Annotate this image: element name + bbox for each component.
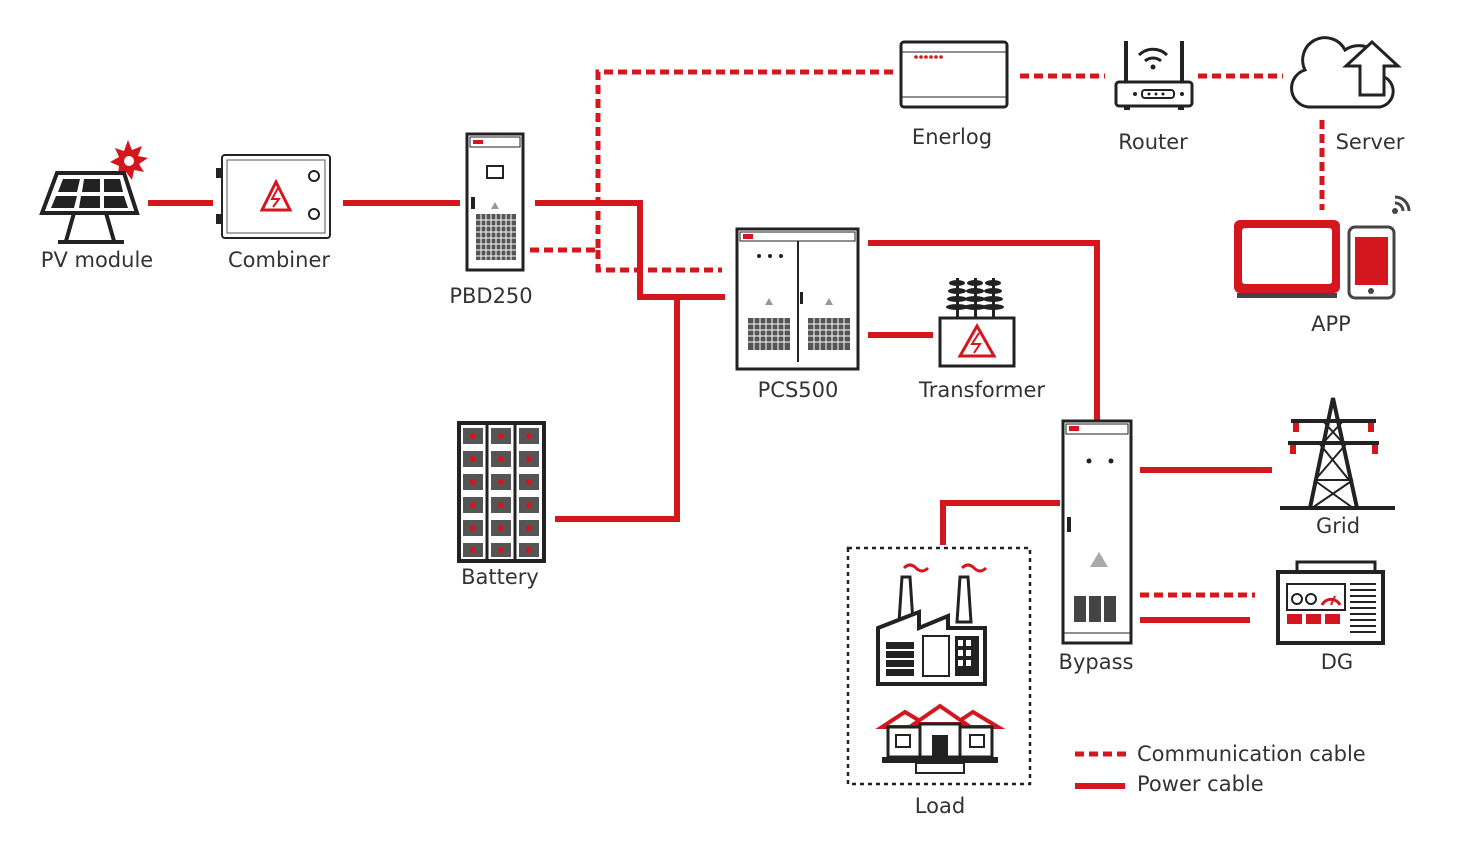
battery-rack-icon xyxy=(457,421,546,563)
enerlog-icon xyxy=(899,40,1009,109)
generator-icon xyxy=(1276,560,1385,645)
app-devices-icon xyxy=(1234,195,1411,300)
communication-cables xyxy=(530,69,1325,598)
bypass-cabinet-icon xyxy=(1061,419,1133,645)
load-label: Load xyxy=(915,794,965,818)
bypass-label: Bypass xyxy=(1059,650,1134,674)
bypass-to-load-cable xyxy=(940,500,1060,545)
battery-label: Battery xyxy=(461,565,539,589)
legend-communication-label: Communication cable xyxy=(1137,742,1366,766)
battery-to-pcs-cable xyxy=(555,297,680,522)
pbd-to-pcs-cable xyxy=(535,200,725,300)
pcs500-cabinet-icon xyxy=(735,227,860,371)
server-label: Server xyxy=(1336,130,1405,154)
transformer-icon xyxy=(938,278,1016,368)
house-icon xyxy=(875,703,1006,774)
combiner-label: Combiner xyxy=(228,248,330,272)
wifi-signal-icon xyxy=(1392,195,1411,214)
pcs-to-bypass-cable xyxy=(868,240,1100,420)
pv-module-label: PV module xyxy=(41,248,153,272)
router-icon xyxy=(1114,41,1194,110)
enerlog-label: Enerlog xyxy=(912,125,992,149)
sun-icon xyxy=(110,140,148,180)
pbd250-cabinet-icon xyxy=(465,132,525,272)
router-label: Router xyxy=(1118,130,1188,154)
dg-label: DG xyxy=(1321,650,1353,674)
pcs500-label: PCS500 xyxy=(758,378,839,402)
pcs-comm-link xyxy=(595,250,722,273)
app-label: APP xyxy=(1311,312,1351,336)
legend: Communication cable Power cable xyxy=(1075,742,1366,796)
pbd-to-enerlog-comm xyxy=(530,69,893,253)
cloud-server-icon xyxy=(1290,36,1402,109)
grid-label: Grid xyxy=(1316,514,1360,538)
pv-module-icon xyxy=(39,140,148,244)
power-tower-icon xyxy=(1280,397,1395,510)
load-group xyxy=(846,546,1032,786)
power-cables xyxy=(148,200,1272,623)
combiner-icon xyxy=(216,154,331,239)
phone-icon xyxy=(1347,225,1396,300)
legend-power-label: Power cable xyxy=(1137,772,1264,796)
factory-icon xyxy=(876,563,988,686)
laptop-icon xyxy=(1234,220,1340,298)
pbd250-label: PBD250 xyxy=(449,284,532,308)
transformer-label: Transformer xyxy=(918,378,1045,402)
